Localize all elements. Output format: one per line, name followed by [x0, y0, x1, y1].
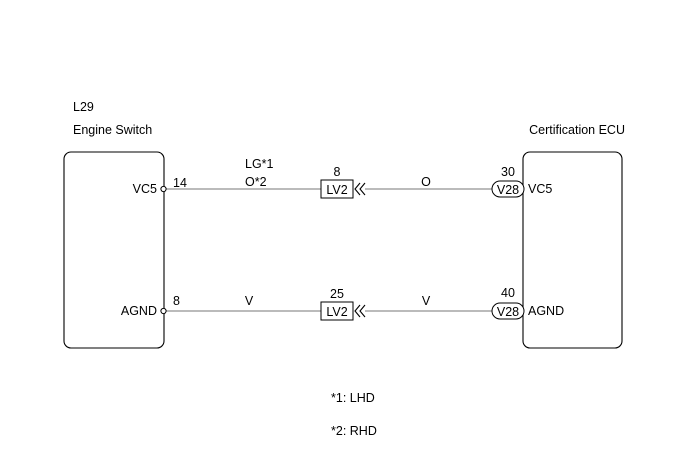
left-pin-label-vc5: VC5 [133, 182, 157, 196]
left-pin-number-vc5: 14 [173, 176, 187, 190]
wire-1-inline-connector: LV2 [326, 183, 347, 197]
wire-1-ecu-connector-box [491, 180, 525, 198]
right-pin-label-agnd: AGND [528, 304, 564, 318]
left-component-name: Engine Switch [73, 123, 152, 137]
left-terminal-agnd [160, 307, 167, 315]
wire-1-color-rhd: O*2 [245, 175, 267, 189]
right-pin-number-vc5: 30 [501, 165, 515, 179]
wire-2-inline-connector-box [320, 301, 354, 321]
wire-1-inline-connector-pin: 8 [334, 165, 341, 179]
wire-2-ecu-connector: V28 [497, 305, 519, 319]
left-pin-number-agnd: 8 [173, 294, 180, 308]
wire-2-color-left: V [245, 294, 254, 308]
engine-switch-box [63, 151, 165, 349]
wire-1-color-right: O [421, 175, 431, 189]
wire-2-ecu-connector-box [491, 302, 525, 320]
wire-1-ecu-connector: V28 [497, 183, 519, 197]
right-component-name: Certification ECU [529, 123, 625, 137]
right-pin-number-agnd: 40 [501, 286, 515, 300]
wire-1-inline-connector-box [320, 179, 354, 199]
wire-1-color-lhd: LG*1 [245, 157, 274, 171]
left-pin-label-agnd: AGND [121, 304, 157, 318]
certification-ecu-box [522, 151, 623, 349]
wire-2-inline-connector-pin: 25 [330, 287, 344, 301]
wire-1-connector-chevron-icon [354, 182, 366, 196]
footnote-rhd: *2: RHD [331, 424, 377, 438]
left-terminal-vc5 [160, 185, 167, 193]
wire-2-connector-chevron-icon [354, 304, 366, 318]
left-component-code: L29 [73, 100, 94, 114]
wire-2-inline-connector: LV2 [326, 305, 347, 319]
wire-2-color-right: V [422, 294, 431, 308]
right-pin-label-vc5: VC5 [528, 182, 552, 196]
footnote-lhd: *1: LHD [331, 391, 375, 405]
